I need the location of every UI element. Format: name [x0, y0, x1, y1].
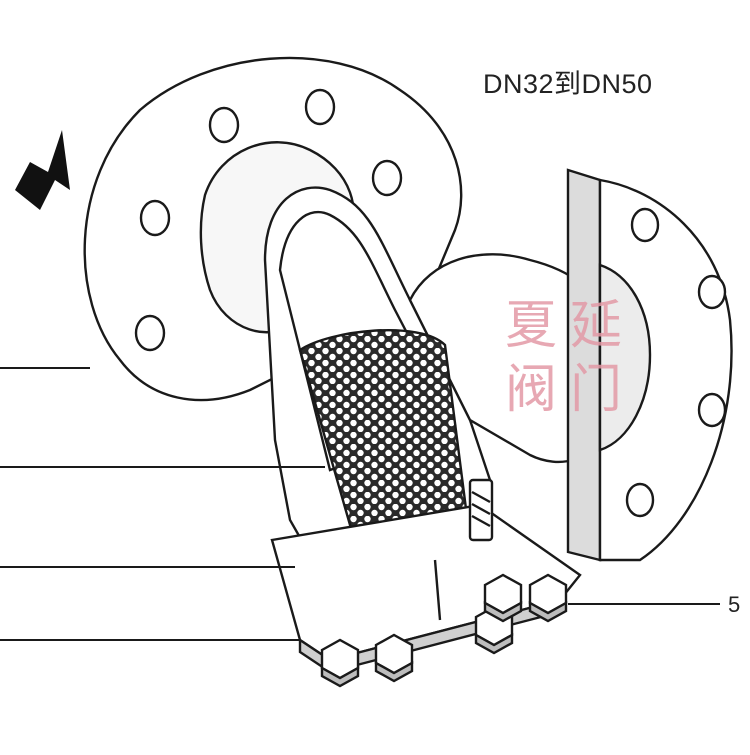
bolt-hole — [697, 392, 727, 428]
watermark-char: 夏 — [505, 296, 558, 356]
watermark-char: 门 — [570, 360, 623, 420]
hex-bolt — [483, 573, 523, 623]
leader-lines — [0, 367, 720, 641]
flange-bolt-holes — [134, 88, 403, 352]
bolt-hole — [630, 207, 660, 243]
hex-bolt — [374, 633, 414, 683]
callout-5: 5 — [728, 592, 741, 617]
bolt-hole — [134, 314, 166, 352]
size-range-title: DN32到DN50 — [483, 69, 653, 99]
hex-bolt — [320, 638, 360, 688]
drain-plug — [468, 478, 494, 542]
outlet-flange — [408, 168, 733, 562]
bolt-hole — [697, 274, 727, 310]
cover-bolts — [320, 573, 568, 688]
outlet-bolt-holes — [625, 207, 727, 518]
bolt-hole — [139, 199, 171, 237]
watermark-char: 延 — [570, 296, 623, 356]
bolt-hole — [208, 106, 240, 144]
bolt-hole — [371, 159, 403, 197]
flow-arrow-icon — [15, 130, 70, 210]
hex-bolt — [528, 573, 568, 623]
bolt-hole — [625, 482, 655, 518]
watermark-char: 阀 — [505, 360, 558, 420]
bolt-hole — [304, 88, 336, 126]
